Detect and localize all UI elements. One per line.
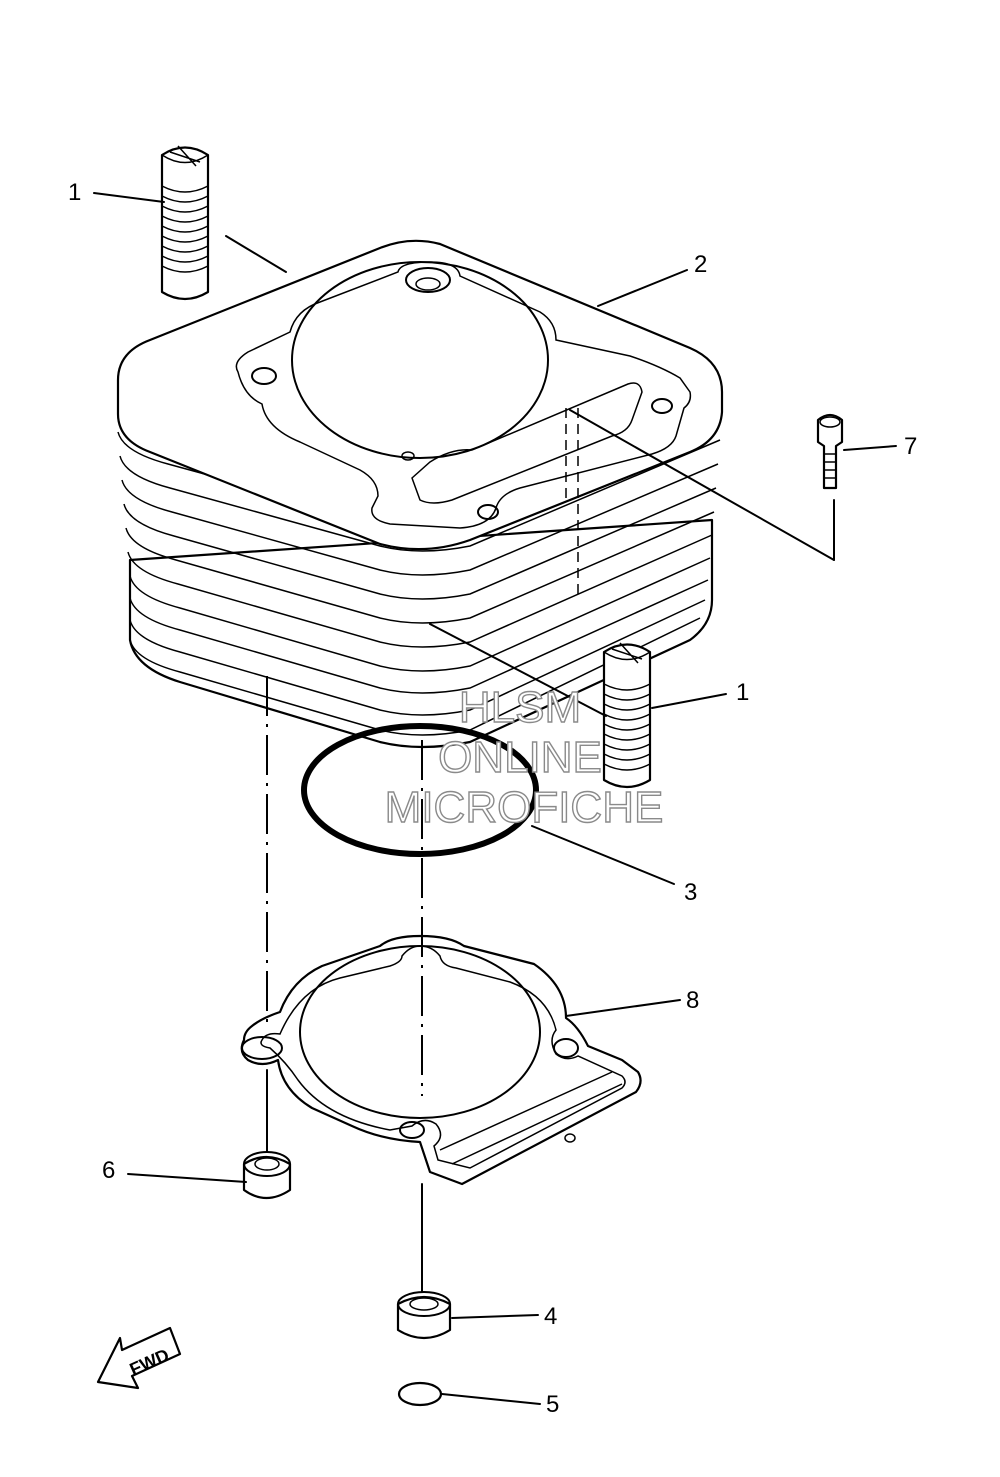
callout-labels: 1 2 7 1 3 8 6 4 5 [68, 179, 917, 1418]
dowel-pin-right [602, 642, 652, 789]
bolt [816, 413, 844, 490]
center-lines [266, 676, 423, 1293]
cylinder-body [116, 239, 724, 749]
watermark-line-1: HLSM [459, 683, 581, 732]
callout-6: 6 [102, 1157, 115, 1184]
dowel-4 [396, 1291, 452, 1340]
dowel-6 [242, 1151, 292, 1200]
dowel-pin-top [160, 145, 210, 301]
callout-7: 7 [904, 433, 917, 460]
watermark: HLSM ONLINE MICROFICHE [384, 682, 664, 832]
o-ring-small [397, 1381, 443, 1407]
callout-4: 4 [544, 1303, 557, 1330]
callout-3: 3 [684, 879, 697, 906]
leader-lines [93, 192, 897, 1405]
o-ring-large [301, 723, 539, 857]
callout-1-right: 1 [736, 679, 749, 706]
callout-2: 2 [694, 251, 707, 278]
watermark-line-3: MICROFICHE [385, 783, 664, 832]
base-gasket [240, 934, 642, 1186]
callout-1-top: 1 [68, 179, 81, 206]
watermark-line-2: ONLINE [438, 733, 602, 782]
fwd-arrow: FWD [96, 1326, 182, 1390]
callout-8: 8 [686, 987, 699, 1014]
callout-5: 5 [546, 1391, 559, 1418]
